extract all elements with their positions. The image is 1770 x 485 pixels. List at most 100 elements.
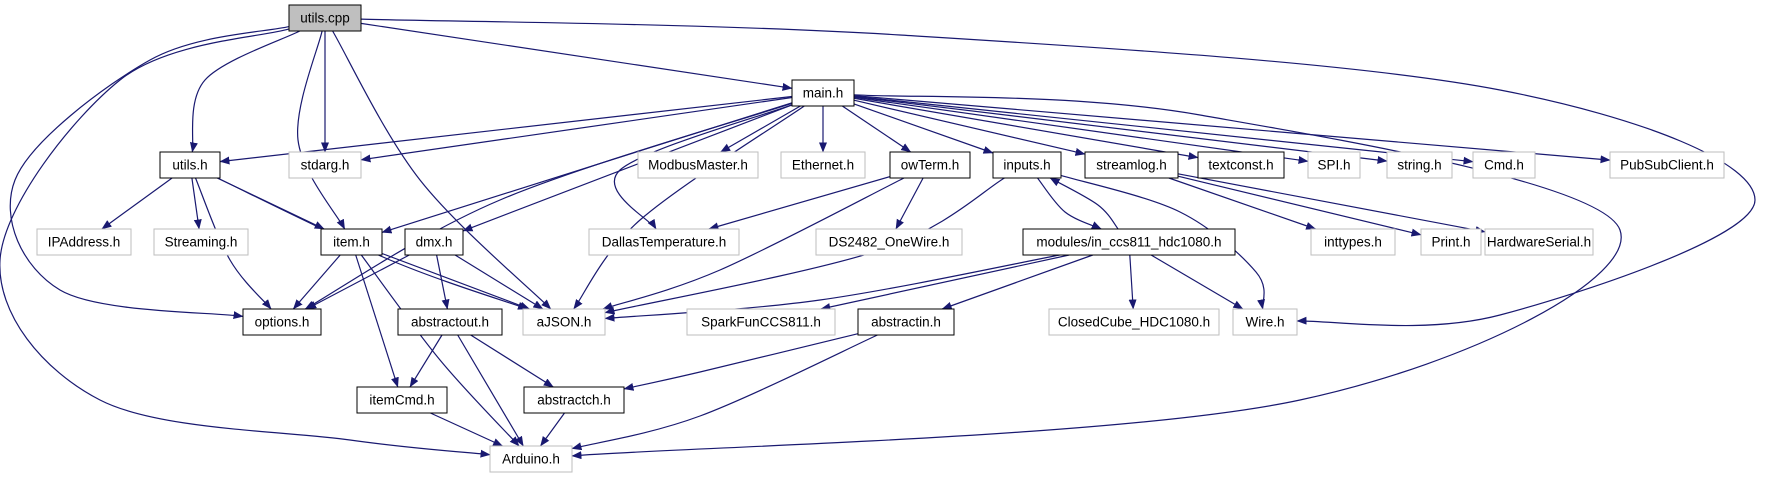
edge-item-arduino bbox=[360, 254, 520, 447]
edge-utils_h-ajson bbox=[217, 177, 528, 310]
node-box-stdarg_h bbox=[288, 151, 362, 179]
node-main_h[interactable]: main.h bbox=[791, 79, 855, 107]
node-box-abstractin bbox=[857, 308, 955, 336]
edge-streamlog-inttypes bbox=[1168, 177, 1317, 230]
edge-main_h-modbus bbox=[720, 105, 801, 153]
node-ds2482: DS2482_OneWire.h bbox=[815, 228, 963, 256]
edge-abstractch-arduino bbox=[540, 412, 565, 447]
node-box-item bbox=[320, 228, 383, 256]
node-box-wire bbox=[1232, 308, 1298, 336]
node-inttypes: inttypes.h bbox=[1310, 228, 1396, 256]
node-box-modules bbox=[1022, 228, 1236, 256]
edge-owterm-dallas bbox=[708, 176, 891, 231]
edge-main_h-stdarg_h bbox=[360, 96, 793, 163]
node-label-inttypes: inttypes.h bbox=[1324, 235, 1382, 250]
node-label-print: Print.h bbox=[1431, 235, 1470, 250]
node-box-ds2482 bbox=[815, 228, 963, 256]
node-closedcube: ClosedCube_HDC1080.h bbox=[1048, 308, 1220, 336]
edge-layer bbox=[0, 18, 1756, 460]
edge-main_h-ajson bbox=[573, 105, 805, 310]
node-box-streamlog bbox=[1084, 151, 1179, 179]
node-spi: SPI.h bbox=[1307, 151, 1361, 179]
edge-modules-ajson bbox=[604, 254, 1060, 322]
edge-abstractout-abstractch bbox=[470, 334, 554, 388]
edge-dmx-ajson bbox=[454, 254, 544, 310]
node-label-ethernet: Ethernet.h bbox=[792, 158, 854, 173]
edge-utils_cpp-arduino bbox=[0, 28, 491, 458]
edge-abstractin-arduino bbox=[571, 334, 878, 451]
edge-dmx-abstractout bbox=[436, 254, 450, 310]
node-label-closedcube: ClosedCube_HDC1080.h bbox=[1058, 315, 1210, 330]
edge-modules-closedcube bbox=[1128, 254, 1137, 310]
edge-abstractout-arduino bbox=[457, 334, 524, 447]
node-label-abstractout: abstractout.h bbox=[411, 315, 489, 330]
node-box-pubsub bbox=[1609, 151, 1725, 179]
node-box-dallas bbox=[588, 228, 740, 256]
edge-streamlog-print bbox=[1177, 175, 1422, 237]
node-box-modbus bbox=[637, 151, 759, 179]
edge-utils_cpp-wire bbox=[360, 18, 1756, 327]
node-label-main_h: main.h bbox=[803, 86, 844, 101]
edge-main_h-owterm bbox=[841, 105, 912, 153]
node-itemcmd[interactable]: itemCmd.h bbox=[356, 386, 448, 414]
edge-utils_cpp-item bbox=[297, 30, 346, 230]
edge-utils_h-streaming bbox=[191, 177, 202, 230]
node-box-ethernet bbox=[780, 151, 866, 179]
node-box-cmd bbox=[1472, 151, 1536, 179]
edge-itemcmd-arduino bbox=[430, 412, 504, 447]
node-box-streaming bbox=[153, 228, 249, 256]
node-box-main_h bbox=[791, 79, 855, 107]
edge-utils_cpp-options bbox=[9, 26, 290, 320]
node-box-spi bbox=[1307, 151, 1361, 179]
edge-main_h-cmd bbox=[853, 95, 1474, 165]
node-modules[interactable]: modules/in_ccs811_hdc1080.h bbox=[1022, 228, 1236, 256]
edge-utils_cpp-ajson bbox=[332, 30, 552, 310]
node-box-inputs bbox=[992, 151, 1062, 179]
node-utils_h[interactable]: utils.h bbox=[159, 151, 221, 179]
node-arduino: Arduino.h bbox=[489, 445, 573, 473]
edge-inputs-modules bbox=[1037, 177, 1102, 230]
node-label-owterm: owTerm.h bbox=[901, 158, 960, 173]
edge-modules-sparkfun bbox=[820, 254, 1070, 311]
edge-item-itemcmd bbox=[355, 254, 399, 388]
node-ajson: aJSON.h bbox=[522, 308, 606, 336]
node-abstractout[interactable]: abstractout.h bbox=[397, 308, 503, 336]
node-inputs[interactable]: inputs.h bbox=[992, 151, 1062, 179]
node-abstractin[interactable]: abstractin.h bbox=[857, 308, 955, 336]
node-item[interactable]: item.h bbox=[320, 228, 383, 256]
edge-modules-inputs bbox=[1049, 177, 1119, 230]
edge-main_h-spi bbox=[853, 96, 1309, 164]
node-label-cmd: Cmd.h bbox=[1484, 158, 1524, 173]
node-dmx[interactable]: dmx.h bbox=[404, 228, 464, 256]
node-box-arduino bbox=[489, 445, 573, 473]
node-box-dmx bbox=[404, 228, 464, 256]
edge-item-ajson bbox=[381, 252, 530, 310]
node-label-pubsub: PubSubClient.h bbox=[1620, 158, 1714, 173]
node-streamlog[interactable]: streamlog.h bbox=[1084, 151, 1179, 179]
edge-main_h-dallas bbox=[613, 104, 793, 230]
node-label-streamlog: streamlog.h bbox=[1096, 158, 1167, 173]
node-owterm[interactable]: owTerm.h bbox=[889, 151, 971, 179]
edge-main_h-options bbox=[304, 102, 793, 310]
node-sparkfun: SparkFunCCS811.h bbox=[686, 308, 836, 336]
node-box-string_h bbox=[1386, 151, 1453, 179]
node-label-dallas: DallasTemperature.h bbox=[602, 235, 727, 250]
node-box-inttypes bbox=[1310, 228, 1396, 256]
edge-owterm-ds2482 bbox=[895, 177, 924, 230]
node-label-ajson: aJSON.h bbox=[537, 315, 592, 330]
node-ipaddress: IPAddress.h bbox=[36, 228, 132, 256]
node-textconst[interactable]: textconst.h bbox=[1197, 151, 1285, 179]
node-label-modules: modules/in_ccs811_hdc1080.h bbox=[1036, 235, 1221, 250]
edge-streamlog-hwserial bbox=[1177, 173, 1486, 234]
edge-main_h-streamlog bbox=[853, 99, 1086, 156]
node-box-abstractch bbox=[523, 386, 625, 414]
node-abstractch[interactable]: abstractch.h bbox=[523, 386, 625, 414]
edge-main_h-dmx bbox=[462, 104, 793, 232]
node-print: Print.h bbox=[1420, 228, 1482, 256]
node-label-ds2482: DS2482_OneWire.h bbox=[829, 235, 950, 250]
node-box-ajson bbox=[522, 308, 606, 336]
node-label-utils_cpp: utils.cpp bbox=[300, 11, 350, 26]
node-options[interactable]: options.h bbox=[242, 308, 322, 336]
